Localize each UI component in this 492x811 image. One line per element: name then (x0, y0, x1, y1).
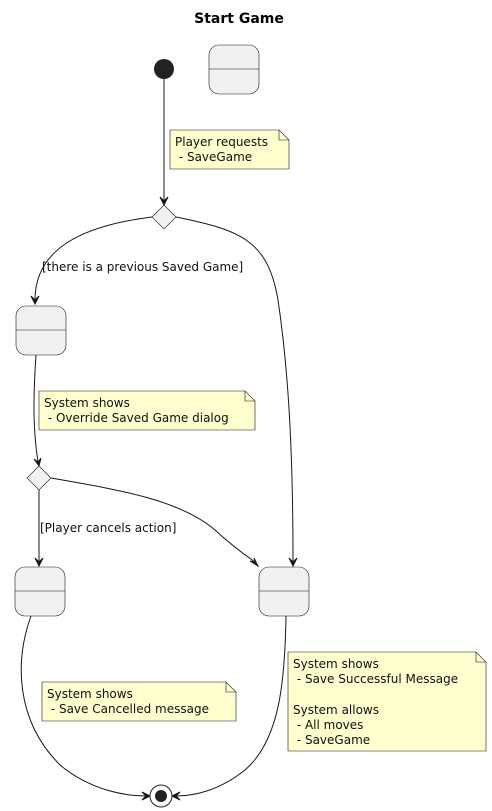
diagram-title: Start Game (194, 11, 284, 27)
note-line: System shows (293, 657, 379, 671)
choice-node-1 (151, 204, 177, 230)
state-unlabeled-top (208, 44, 260, 95)
guard-player-cancels: [Player cancels action] (40, 521, 176, 535)
arrowhead (249, 557, 260, 568)
note-line: System allows (293, 703, 379, 717)
choice-node-2 (26, 465, 52, 491)
edge-state-b-to-final (20, 615, 147, 797)
note-save-cancelled: System shows - Save Cancelled message (41, 681, 237, 722)
note-line: - Override Saved Game dialog (44, 411, 229, 425)
guard-previous-saved-game: [there is a previous Saved Game] (42, 260, 243, 274)
note-line: - Save Cancelled message (47, 702, 209, 716)
note-override-dialog: System shows - Override Saved Game dialo… (38, 390, 256, 431)
note-line: System shows (44, 396, 130, 410)
note-player-requests: Player requests - SaveGame (169, 129, 290, 170)
note-save-successful: System shows - Save Successful Message S… (287, 651, 487, 752)
arrowhead (170, 791, 181, 801)
arrowhead (34, 557, 44, 568)
state-unlabeled-c (258, 566, 310, 617)
note-line: - SaveGame (175, 150, 252, 164)
note-line: System shows (47, 687, 133, 701)
edge-choice1-to-state-c (175, 216, 294, 563)
edge-choice1-to-state-a (34, 216, 153, 301)
final-state (149, 784, 173, 808)
edge-state-a-to-choice2 (33, 354, 39, 463)
state-unlabeled-b (14, 566, 66, 617)
arrowhead (141, 791, 152, 801)
note-line: - SaveGame (293, 733, 370, 747)
note-line: - All moves (293, 718, 363, 732)
note-line: - Save Successful Message (293, 672, 458, 686)
state-unlabeled-a (15, 305, 67, 356)
arrowhead (159, 196, 169, 207)
initial-state (154, 59, 174, 79)
note-line: Player requests (175, 135, 268, 149)
arrowhead (288, 557, 298, 568)
edge-state-c-to-final (175, 615, 287, 797)
arrowhead (33, 457, 42, 468)
arrowhead (30, 295, 40, 306)
edge-choice2-to-state-c (50, 477, 256, 563)
